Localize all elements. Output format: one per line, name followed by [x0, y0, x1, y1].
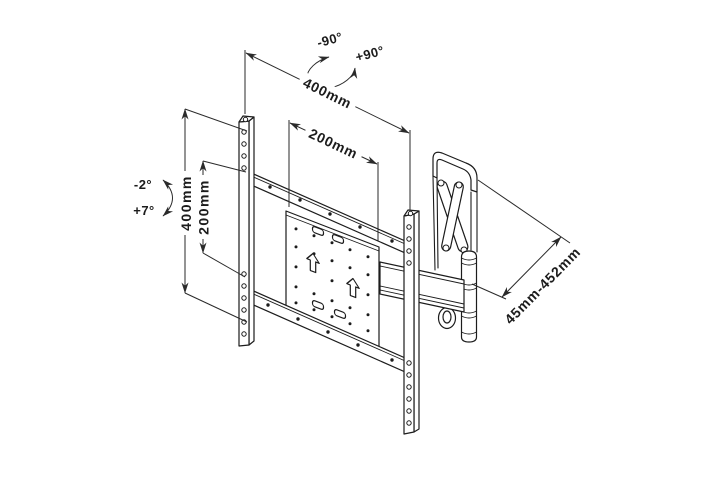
ext-line [184, 108, 248, 132]
pivot-column [460, 250, 478, 343]
ext-line [184, 292, 248, 323]
tilt-upper-label: -2° [134, 177, 152, 192]
cable-hook [437, 306, 457, 330]
swivel-right-label: +90° [354, 43, 386, 65]
ext-line [202, 252, 246, 278]
left-height-label: 400mm [177, 171, 195, 235]
vesa-holes [294, 227, 370, 333]
wall-plate-left-edge [432, 175, 436, 271]
swivel-left-label: -90° [315, 29, 344, 50]
vesa-width-label: 200mm [301, 122, 366, 165]
ext-line [202, 160, 247, 173]
ext-line [477, 179, 571, 244]
plate-slot [311, 300, 325, 310]
tilt-lower-label: +7° [133, 203, 155, 218]
tilt-rotation-arrow [162, 179, 174, 217]
vesa-height-text: 200mm [196, 179, 212, 235]
articulating-arm [436, 179, 469, 254]
ext-line [471, 283, 507, 300]
plate-slot [333, 309, 347, 319]
up-arrow-cutout [306, 252, 320, 274]
right-vesa-rail [403, 209, 420, 435]
wall-plate [432, 151, 478, 271]
up-arrow-cutout [346, 277, 360, 299]
vesa-height-label: 200mm [194, 175, 213, 239]
arm-bracket [379, 261, 465, 313]
plate-slot [311, 226, 325, 236]
left-vesa-rail [238, 115, 255, 347]
dim-line-arm-extension [501, 236, 562, 298]
left-height-text: 400mm [178, 175, 194, 231]
plate-slot [331, 234, 345, 244]
